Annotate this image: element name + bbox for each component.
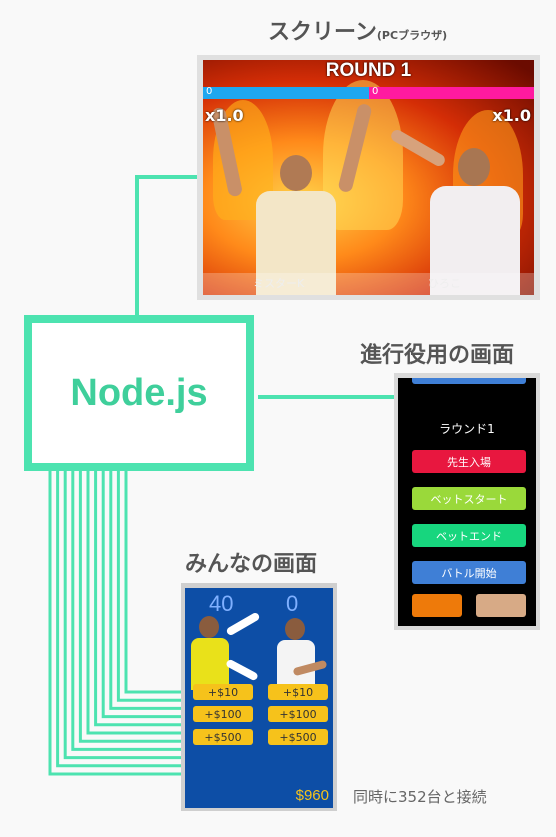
bet-end-button[interactable]: ベットエンド [412,524,526,547]
admin-beige-button[interactable] [476,594,526,617]
admin-orange-button[interactable] [412,594,462,617]
nodejs-server-box: Node.js [24,315,254,471]
user-phone-display: 40 0 +$10 +$100 +$500 +$10 +$100 +$500 $… [185,588,333,808]
fan-line [116,471,185,702]
bet-left-100-button[interactable]: +$100 [193,706,253,722]
right-multiplier: x1.0 [492,106,531,125]
fan-line [109,471,185,710]
fighter-right-photo [389,127,528,295]
fighter-left-photo [210,102,373,295]
fan-line [56,471,185,768]
admin-top-button-partial[interactable] [412,378,526,384]
battle-start-button[interactable]: バトル開始 [412,561,526,584]
nodejs-label: Node.js [70,371,208,414]
admin-display: ラウンド1 先生入場 ベットスタート ベットエンド バトル開始 [398,378,536,626]
left-score-value: 0 [206,86,213,97]
fan-line [63,471,185,760]
connection-note: 同時に352台と接続 [353,788,487,806]
screen-mockup: ROUND 1 0 0 x1.0 x1.0 ミスターK ひろこ [197,55,540,300]
right-score-value: 0 [372,86,379,97]
screen-title-sub: (PCブラウザ) [376,29,448,42]
fan-line [48,471,185,776]
left-bet-total: 40 [209,591,234,616]
admin-title: 進行役用の画面 [360,343,515,368]
admin-phone-mockup: ラウンド1 先生入場 ベットスタート ベットエンド バトル開始 [394,373,540,630]
bet-left-10-button[interactable]: +$10 [193,684,253,700]
right-bet-total: 0 [286,591,299,616]
bet-left-500-button[interactable]: +$500 [193,729,253,745]
left-fighter-name: ミスターK [253,277,305,290]
teacher-enter-button[interactable]: 先生入場 [412,450,526,473]
left-score-bar [203,87,369,99]
fan-line [124,471,185,694]
fan-line [78,471,185,743]
bet-right-100-button[interactable]: +$100 [268,706,328,722]
fan-line [94,471,185,727]
screen-display: ROUND 1 0 0 x1.0 x1.0 ミスターK ひろこ [203,60,534,295]
fan-line [71,471,185,751]
bet-start-button[interactable]: ベットスタート [412,487,526,510]
screen-title: スクリーン(PCブラウザ) [268,20,448,45]
line-to-screen [135,175,197,315]
admin-round-label: ラウンド1 [439,422,495,436]
fan-line [86,471,185,735]
user-phone-mockup: 40 0 +$10 +$100 +$500 +$10 +$100 +$500 $… [181,583,337,811]
right-player-photo [271,614,329,690]
round-label: ROUND 1 [325,60,412,81]
left-player-photo [189,610,261,690]
bet-right-500-button[interactable]: +$500 [268,729,328,745]
line-fan-to-phones [48,471,185,776]
name-bar: ミスターK ひろこ [203,273,534,295]
bet-right-10-button[interactable]: +$10 [268,684,328,700]
fan-line [101,471,185,719]
money-balance: $960 [295,787,329,804]
right-fighter-name: ひろこ [428,277,461,290]
right-score-bar [369,87,534,99]
left-multiplier: x1.0 [205,106,244,125]
phone-title: みんなの画面 [185,552,318,577]
